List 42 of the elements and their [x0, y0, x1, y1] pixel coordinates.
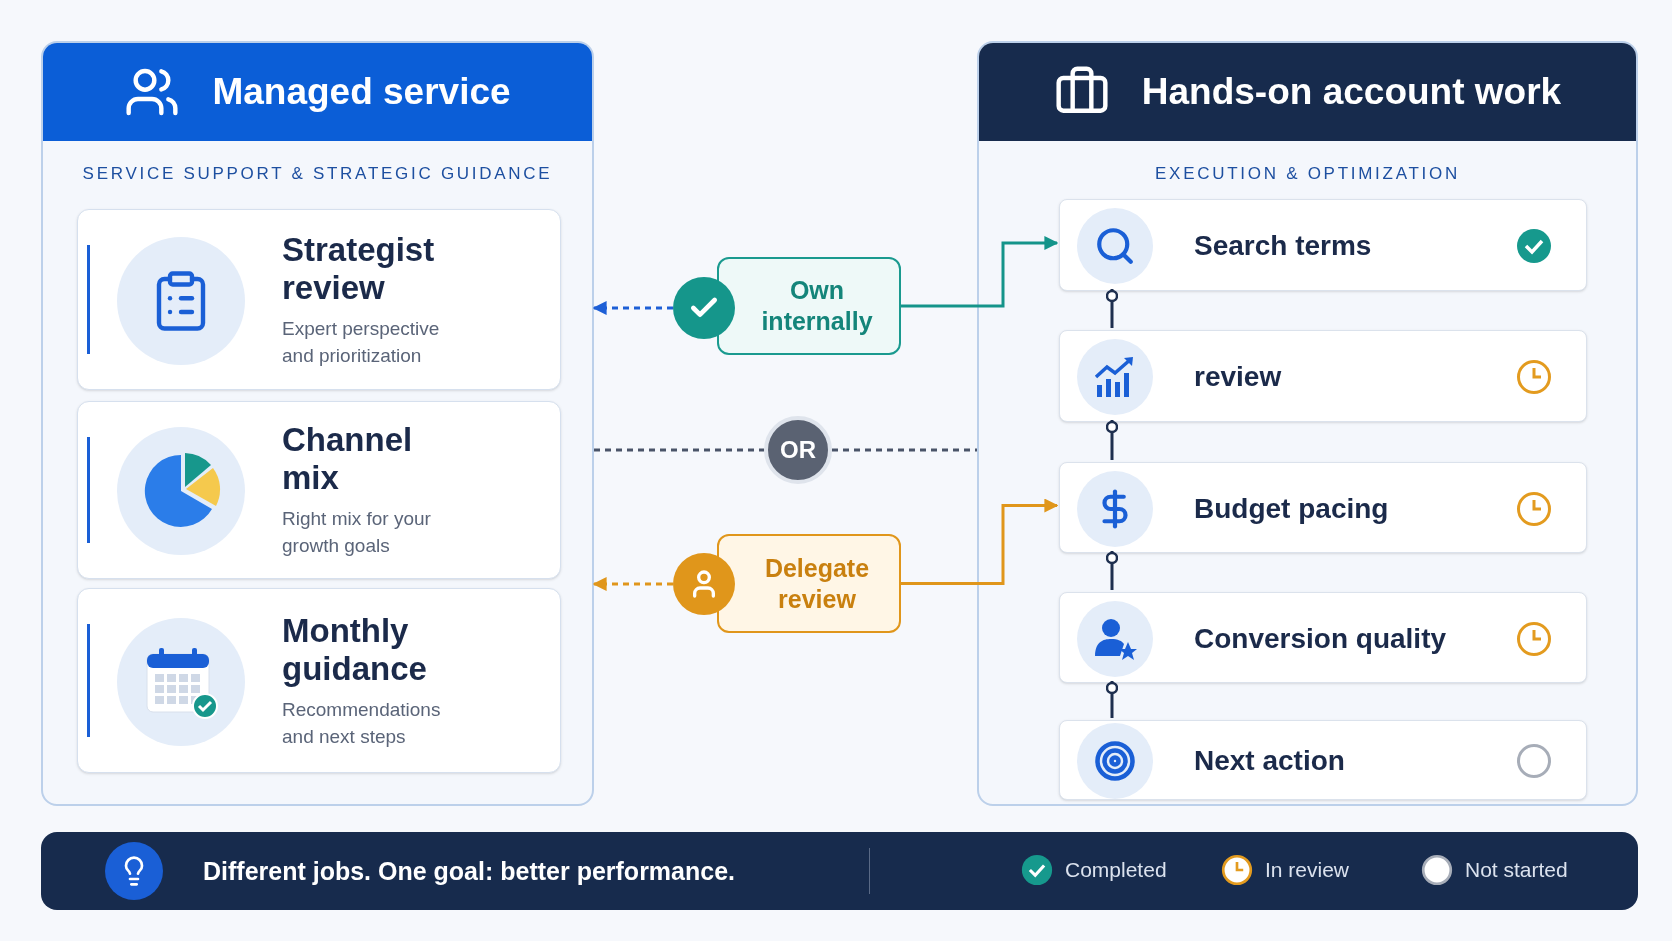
pin-connector	[1105, 551, 1119, 590]
task-row	[1059, 720, 1587, 800]
task-row	[1059, 330, 1587, 422]
service-card	[77, 588, 561, 773]
panel-title: Managed service	[212, 70, 511, 115]
panel	[977, 41, 1638, 806]
task-row	[1059, 592, 1587, 683]
pin-connector	[1105, 420, 1119, 460]
panel	[41, 41, 594, 806]
service-card	[77, 209, 561, 390]
panel-title: Hands-on account work	[1141, 70, 1562, 115]
task-row	[1059, 462, 1587, 553]
card-title: Strategist review	[282, 230, 436, 307]
option-label: Delegate review	[763, 552, 871, 615]
card-description: Right mix for your growth goals	[282, 507, 432, 558]
legend-label: In review	[1265, 857, 1350, 884]
arrow	[592, 577, 673, 591]
task-label: Budget pacing	[1194, 491, 1389, 526]
task-row	[1059, 199, 1587, 291]
card-description: Expert perspective and prioritization	[282, 316, 441, 368]
summary-bar	[41, 832, 1638, 910]
task-label: Conversion quality	[1194, 621, 1447, 656]
arrow	[901, 498, 1059, 585]
pin-connector	[1105, 681, 1119, 718]
summary-text: Different jobs. One goal: better performance.	[203, 856, 736, 887]
card-title: Monthly guidance	[282, 611, 428, 688]
service-card	[77, 401, 561, 579]
card-title: Channel mix	[282, 421, 414, 497]
legend-label: Completed	[1065, 857, 1167, 884]
task-label: Next action	[1194, 744, 1345, 778]
arrow	[592, 301, 673, 315]
card-description: Recommendations and next steps	[282, 697, 442, 749]
panel-subtitle: SERVICE SUPPORT & STRATEGIC GUIDANCE	[82, 163, 553, 185]
option-box	[717, 257, 901, 355]
arrow	[901, 236, 1059, 308]
task-label: Search terms	[1194, 229, 1372, 263]
option-box	[717, 534, 901, 633]
panel-subtitle: EXECUTION & OPTIMIZATION	[1155, 163, 1460, 185]
pin-connector	[1105, 289, 1119, 328]
legend-label: Not started	[1465, 857, 1568, 884]
task-label: review	[1194, 360, 1282, 394]
option-label: Own internally	[760, 275, 874, 337]
